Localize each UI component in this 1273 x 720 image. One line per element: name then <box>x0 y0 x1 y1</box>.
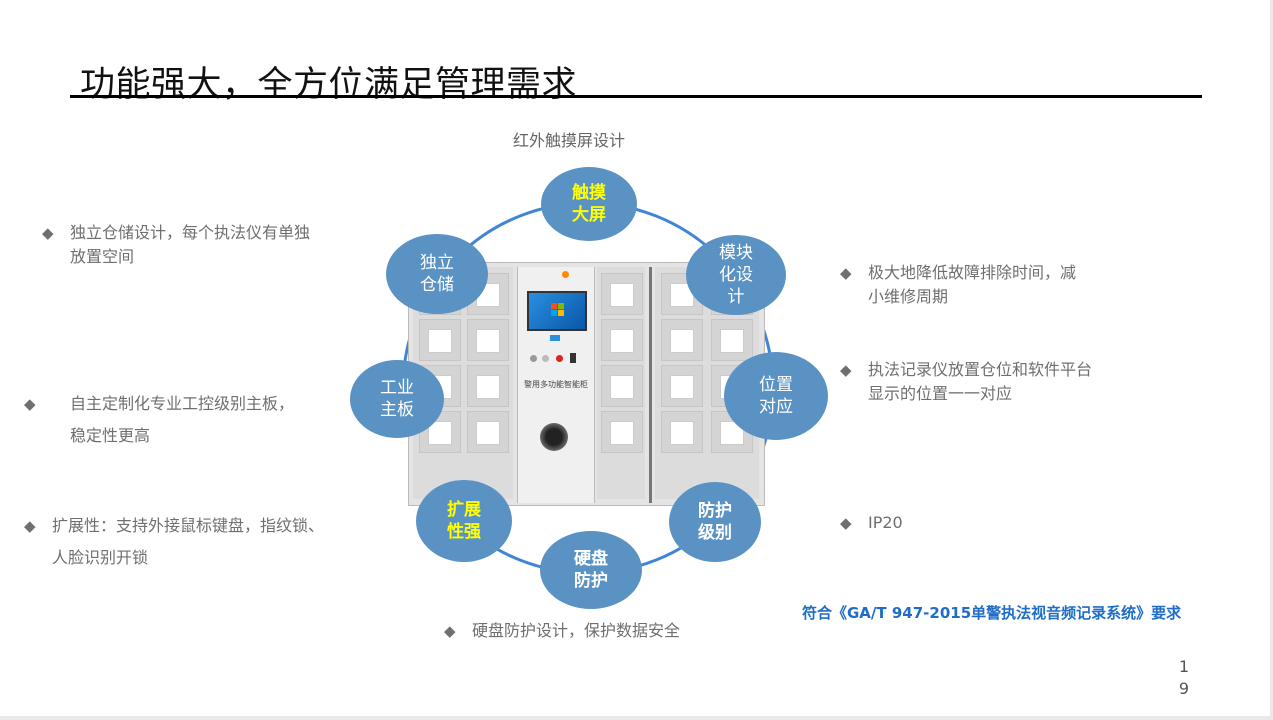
bullet-left-storage: ◆ 独立仓储设计，每个执法仪有单独放置空间 <box>42 223 311 266</box>
diamond-bullet-icon: ◆ <box>42 224 54 242</box>
node-protection-level: 防护级别 <box>669 482 761 562</box>
bullet-right-position: ◆ 执法记录仪放置仓位和软件平台显示的位置一一对应 <box>840 360 1093 403</box>
status-led <box>562 271 569 278</box>
locker <box>419 319 461 361</box>
diamond-bullet-icon: ◆ <box>840 514 852 532</box>
locker <box>661 411 703 453</box>
locker <box>419 411 461 453</box>
node-independent-storage: 独立仓储 <box>386 234 488 314</box>
title-underline <box>70 95 1202 98</box>
bullet-left-mainboard: ◆ 自主定制化专业工控级别主板，稳定性更高 <box>24 388 354 448</box>
bullet-bottom-disk: ◆ 硬盘防护设计，保护数据安全 <box>444 619 744 645</box>
bullet-right-maintenance: ◆ 极大地降低故障排除时间，减小维修周期 <box>840 263 1077 306</box>
bullet-left-extensibility: ◆ 扩展性：支持外接鼠标键盘，指纹锁、人脸识别开锁 <box>24 510 374 574</box>
slide-edge-bottom <box>0 716 1273 720</box>
button-dot <box>542 355 549 362</box>
locker <box>601 365 643 407</box>
node-position-mapping: 位置对应 <box>724 352 828 440</box>
node-touch-screen: 触摸大屏 <box>541 167 637 241</box>
police-emblem-icon <box>540 423 568 451</box>
locker <box>661 365 703 407</box>
diamond-bullet-icon: ◆ <box>24 517 36 535</box>
card-reader <box>550 335 560 341</box>
usb-port <box>570 353 576 363</box>
node-extensibility: 扩展性强 <box>416 480 512 562</box>
diamond-bullet-icon: ◆ <box>840 264 852 282</box>
compliance-note: 符合《GA/T 947-2015单警执法视音频记录系统》要求 <box>802 604 1182 622</box>
slide-edge-right <box>1270 0 1273 720</box>
control-panel: 警用多功能智能柜 <box>517 267 595 503</box>
diamond-bullet-icon: ◆ <box>444 622 456 640</box>
page-title: 功能强大，全方位满足管理需求 <box>80 65 578 105</box>
node-modular-design: 模块化设计 <box>686 235 786 315</box>
locker <box>601 411 643 453</box>
touch-screen <box>527 291 587 331</box>
button-dot <box>530 355 537 362</box>
locker-column-middle <box>597 267 645 499</box>
diamond-bullet-icon: ◆ <box>24 395 36 413</box>
locker <box>661 319 703 361</box>
diamond-bullet-icon: ◆ <box>840 361 852 379</box>
locker <box>601 319 643 361</box>
node-disk-protection: 硬盘防护 <box>540 531 642 609</box>
locker <box>711 319 753 361</box>
windows-logo-icon <box>551 303 565 317</box>
bullet-right-ip20: ◆ IP20 <box>840 511 960 537</box>
cabinet-divider <box>649 267 652 503</box>
locker <box>467 365 509 407</box>
alarm-led <box>556 355 563 362</box>
locker <box>601 273 643 315</box>
node-industrial-board: 工业主板 <box>350 360 444 438</box>
cabinet-label: 警用多功能智能柜 <box>524 380 588 389</box>
caption-touchscreen: 红外触摸屏设计 <box>513 131 626 150</box>
locker <box>467 411 509 453</box>
locker <box>467 319 509 361</box>
